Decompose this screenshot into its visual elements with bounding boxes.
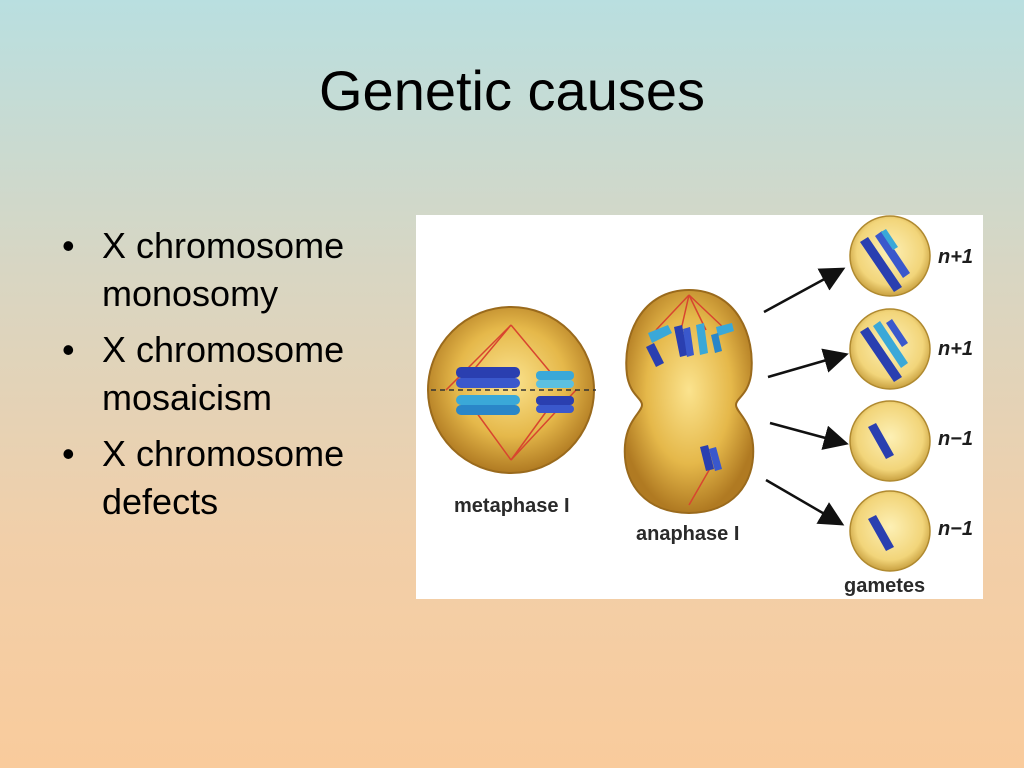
bullet-icon: • — [62, 329, 75, 370]
gametes-label: gametes — [844, 575, 925, 597]
chromosome-icon — [456, 367, 574, 415]
bullet-icon: • — [62, 225, 75, 266]
gamete-cell — [849, 215, 931, 297]
bullet-item: • X chromosome defects — [62, 430, 392, 526]
bullet-list: • X chromosome monosomy • X chromosome m… — [62, 222, 392, 534]
bullet-text: X chromosome monosomy — [102, 225, 345, 314]
gamete-count-label: n+1 — [938, 246, 973, 268]
bullet-item: • X chromosome mosaicism — [62, 326, 392, 422]
metaphase-cell — [427, 306, 596, 474]
slide-title: Genetic causes — [319, 59, 705, 122]
bullet-icon: • — [62, 433, 75, 474]
anaphase-cell — [623, 288, 755, 515]
anaphase-label: anaphase I — [636, 523, 739, 545]
bullet-text: X chromosome defects — [102, 433, 345, 522]
metaphase-label: metaphase I — [454, 495, 570, 517]
gamete-count-label: n+1 — [938, 338, 973, 360]
gamete-cell — [849, 308, 931, 390]
meiosis-diagram-svg: metaphase I — [427, 215, 973, 597]
gamete-count-label: n−1 — [938, 428, 973, 450]
chromosome-icon — [646, 323, 734, 471]
bullet-text: X chromosome mosaicism — [102, 329, 345, 418]
gamete-count-label: n−1 — [938, 518, 973, 540]
gamete-cell — [849, 400, 931, 482]
gamete-cell — [849, 490, 931, 572]
meiosis-diagram: metaphase I — [416, 215, 983, 599]
bullet-item: • X chromosome monosomy — [62, 222, 392, 318]
arrow-icons — [763, 267, 849, 526]
